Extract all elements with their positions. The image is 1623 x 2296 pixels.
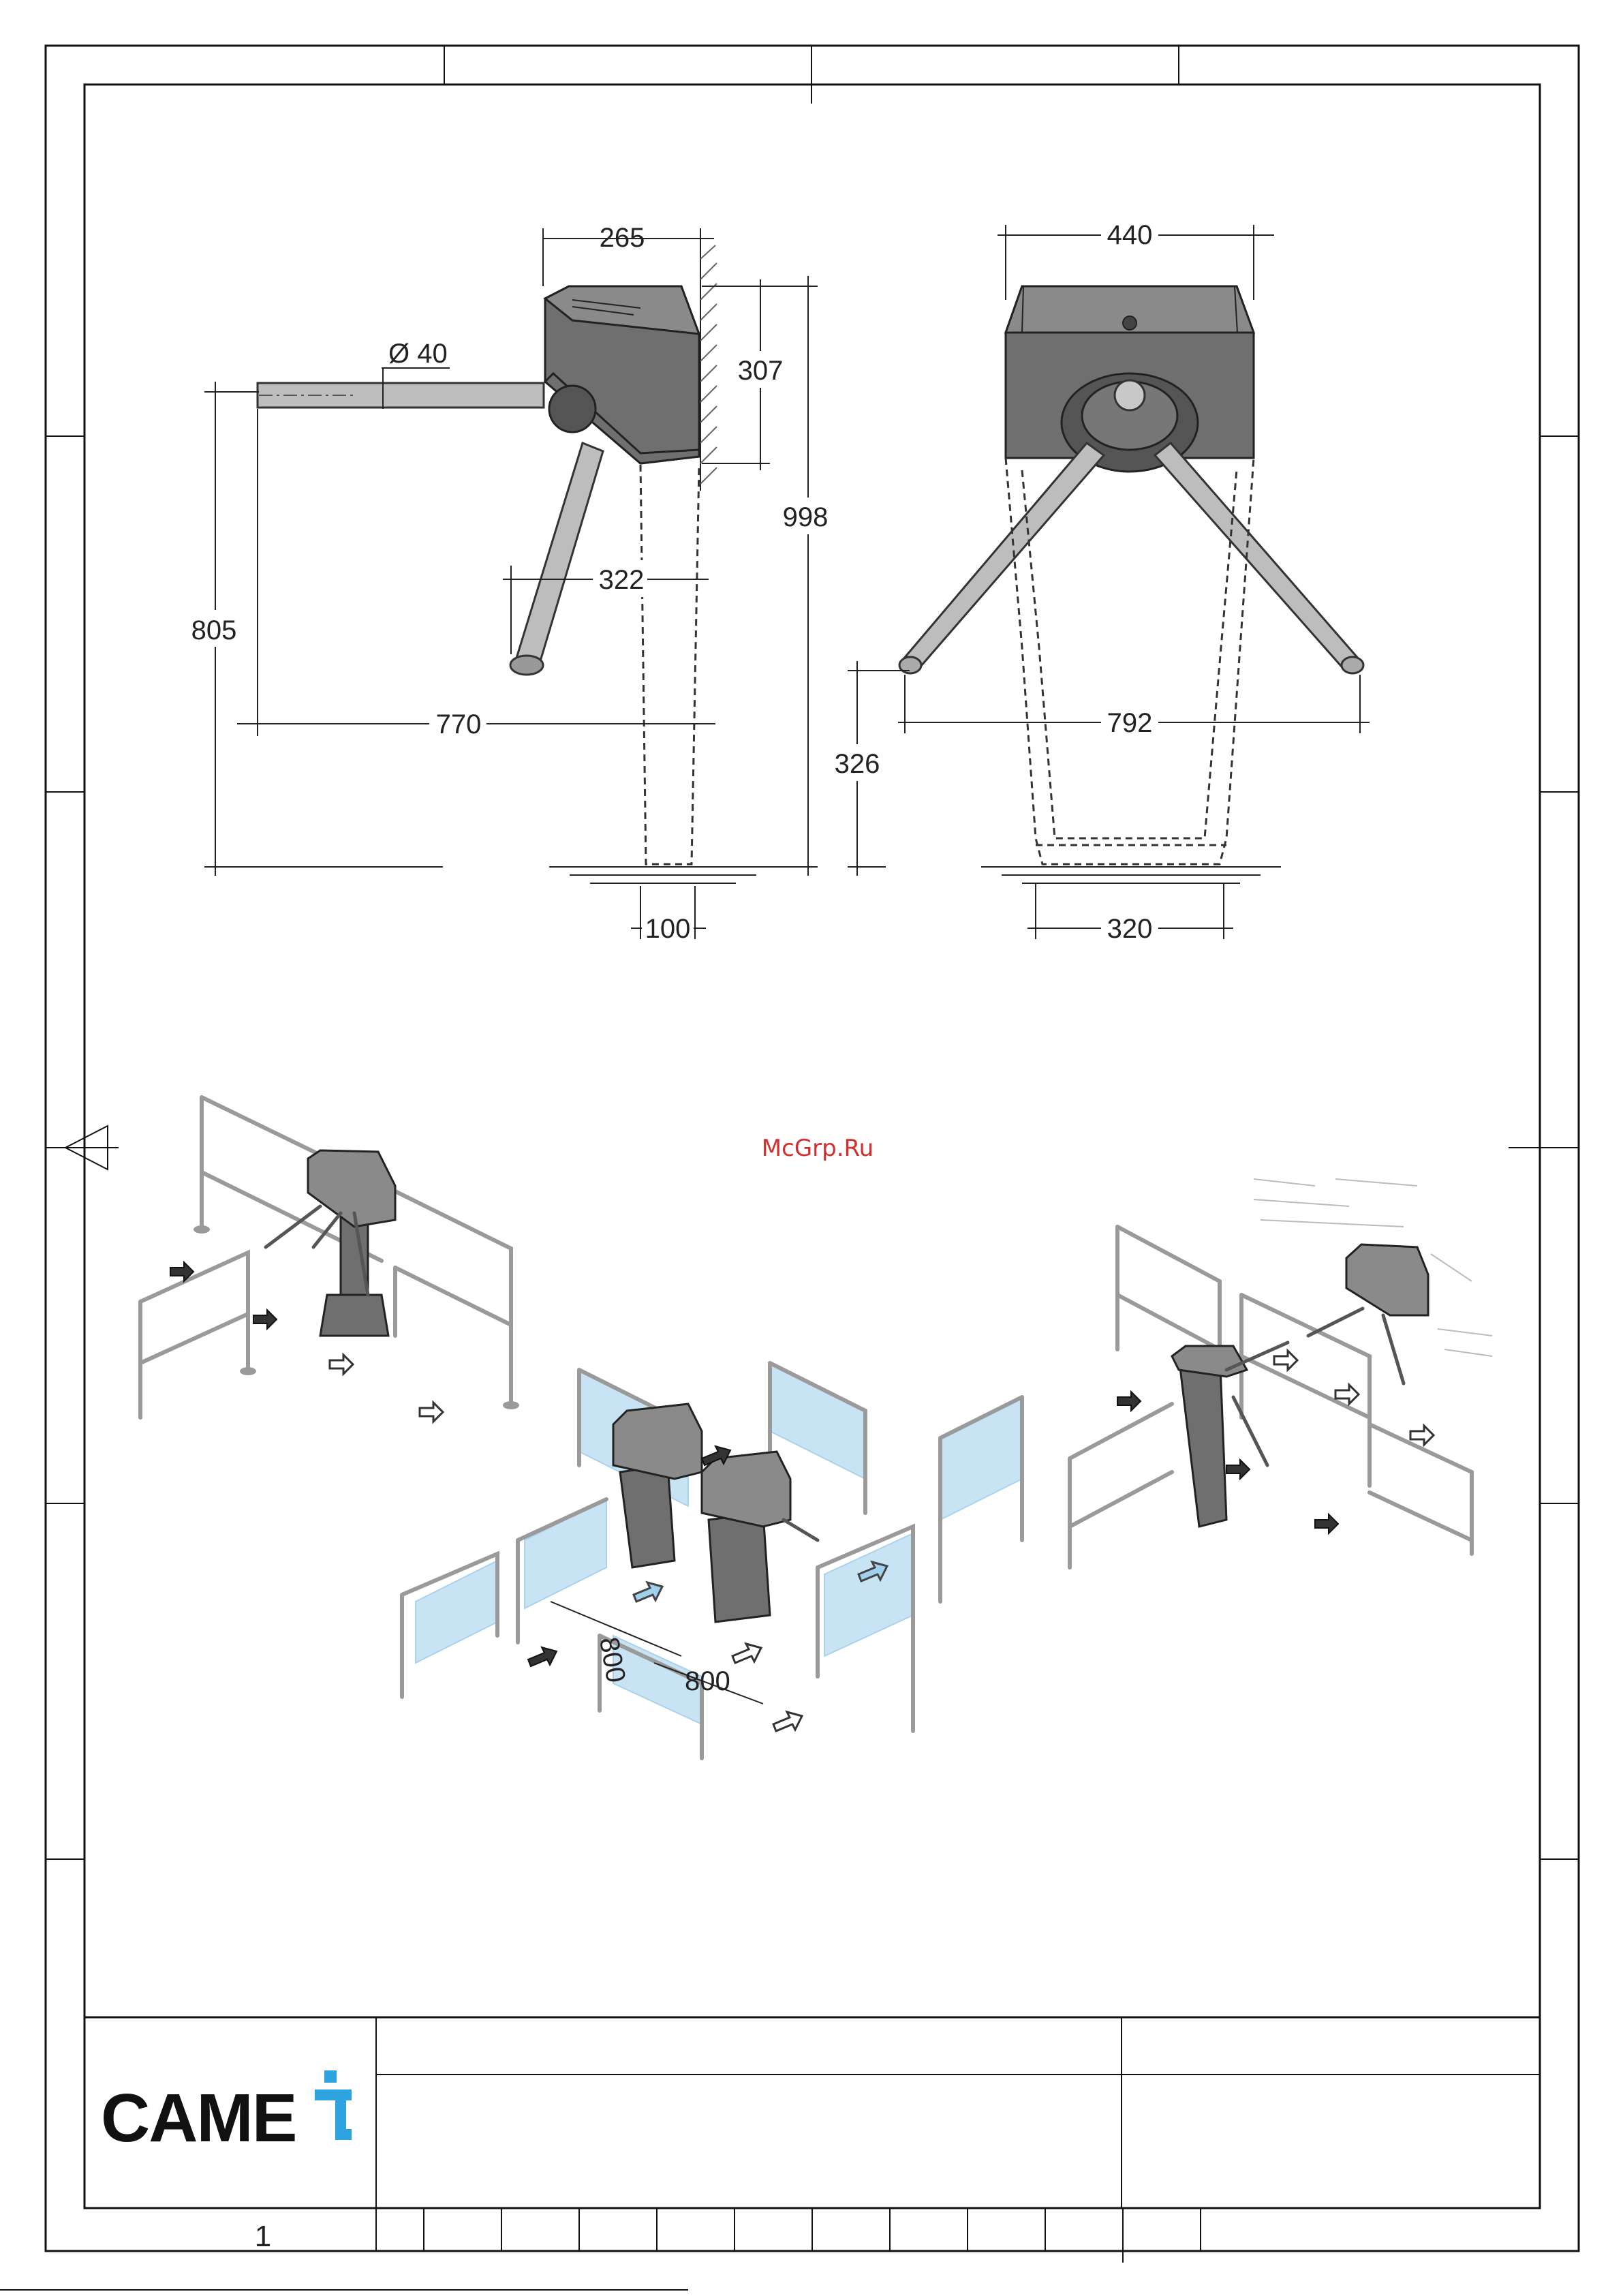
dim-side-base-width: 100	[645, 914, 691, 944]
dim-front-base-width: 320	[1107, 914, 1153, 944]
page-number: 1	[255, 2220, 271, 2253]
title-block: 1 CAME	[84, 2017, 1540, 2263]
dim-front-head-width: 440	[1107, 220, 1153, 250]
dim-arm-ground: 326	[835, 749, 880, 779]
side-view-drawing: 265 Ø 40 307 998 805 322 770	[184, 223, 838, 946]
installation-illustration-center: 800 800	[402, 1363, 1022, 1758]
dim-arm-span: 792	[1107, 708, 1153, 738]
dim-side-top-width: 265	[600, 223, 645, 253]
installation-illustration-right	[1070, 1179, 1492, 1567]
installation-illustration-left	[140, 1097, 519, 1422]
came-t-icon	[315, 2070, 352, 2140]
dim-arm-offset: 322	[599, 565, 645, 595]
watermark-text: McGrp.Ru	[762, 1135, 874, 1162]
dim-arm-diameter: Ø 40	[388, 339, 448, 369]
dim-head-height: 307	[738, 356, 784, 386]
dim-lane-b: 800	[685, 1666, 730, 1696]
front-view-drawing: 440 792 326 320	[829, 217, 1370, 946]
dim-arm-reach: 770	[436, 709, 482, 739]
came-logo-text: CAME	[101, 2080, 296, 2156]
dim-arm-height: 805	[191, 615, 237, 645]
dim-total-height: 998	[783, 502, 829, 532]
